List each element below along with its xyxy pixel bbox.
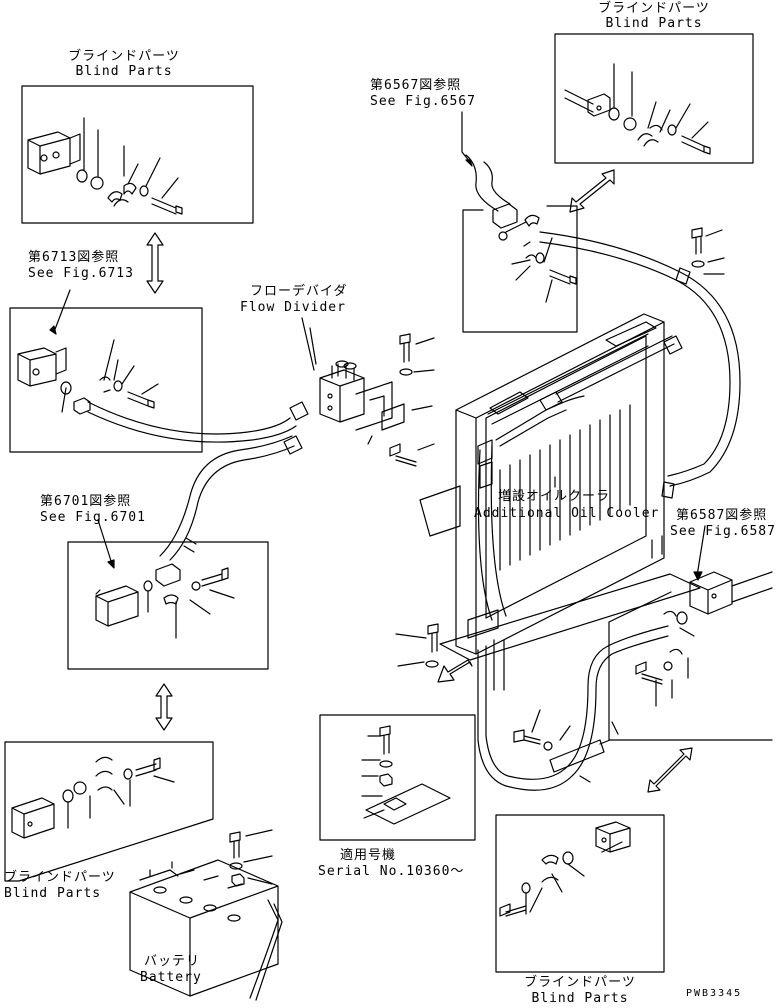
leader-6587-arrowhead (693, 571, 703, 581)
hose-to-flow-divider (87, 401, 309, 561)
see-fig-6567-en: See Fig.6567 (370, 94, 476, 109)
blind-parts-box-top-left (21, 85, 254, 224)
bolt-hose-right (691, 227, 725, 275)
oil-cooler (419, 313, 701, 691)
battery-en: Battery (140, 970, 202, 985)
leader-6587 (696, 525, 706, 577)
blind-parts-bottom-left-en: Blind Parts (4, 886, 102, 901)
blind-parts-box-bottom-right (495, 814, 665, 973)
see-fig-6587-jp: 第6587図参照 (676, 508, 768, 523)
leader-6701 (97, 519, 113, 565)
flow-divider (301, 317, 405, 431)
flow-divider-bolts (367, 333, 435, 467)
battery (129, 829, 283, 1001)
fig-6567-box (462, 154, 578, 333)
blind-parts-bottom-right-jp: ブラインドパーツ (524, 975, 636, 990)
serial-box (319, 714, 476, 841)
see-fig-6713-jp: 第6713図参照 (28, 250, 120, 265)
fig-6701-box (67, 541, 269, 670)
oil-cooler-en: Additional Oil Cooler (474, 506, 660, 521)
blind-parts-top-right-en: Blind Parts (605, 16, 703, 31)
leader-6567 (461, 111, 471, 163)
hose-top-right (539, 231, 741, 499)
leader-6713 (53, 289, 71, 333)
flow-divider-en: Flow Divider (240, 300, 346, 315)
leader-6567-arrowhead (465, 159, 473, 167)
see-fig-6701-jp: 第6701図参照 (40, 494, 132, 509)
double-arrows (146, 169, 693, 793)
leader-6701-arrowhead (107, 559, 115, 569)
drawing-code: PWB3345 (686, 988, 743, 999)
fig-6587-box (608, 571, 773, 741)
see-fig-6713-en: See Fig.6713 (28, 266, 134, 281)
flow-divider-jp: フローデバイダ (250, 284, 348, 299)
see-fig-6587-en: See Fig.6587 (670, 524, 776, 539)
blind-parts-box-top-right (554, 33, 754, 164)
serial-en: Serial No.10360～ (318, 864, 465, 879)
oil-cooler-jp: 増設オイルクーラ (498, 489, 611, 504)
fig-6713-box (9, 307, 203, 453)
leader-6713-arrowhead (49, 325, 57, 335)
blind-parts-box-bottom-left (4, 741, 214, 882)
blind-parts-top-right-jp: ブラインドパーツ (598, 1, 710, 16)
blind-parts-top-left-en: Blind Parts (75, 64, 173, 79)
hose-bottom-right (477, 625, 669, 791)
blind-parts-bottom-right-en: Blind Parts (531, 991, 629, 1006)
blind-parts-top-left-jp: ブラインドパーツ (68, 49, 180, 64)
serial-jp: 適用号機 (340, 848, 397, 863)
see-fig-6701-en: See Fig.6701 (40, 510, 146, 525)
blind-parts-bottom-left-jp: ブラインドパーツ (4, 870, 116, 885)
battery-jp: バッテリ (144, 954, 201, 969)
bolts-center (395, 623, 591, 783)
see-fig-6567-jp: 第6567図参照 (370, 78, 462, 93)
